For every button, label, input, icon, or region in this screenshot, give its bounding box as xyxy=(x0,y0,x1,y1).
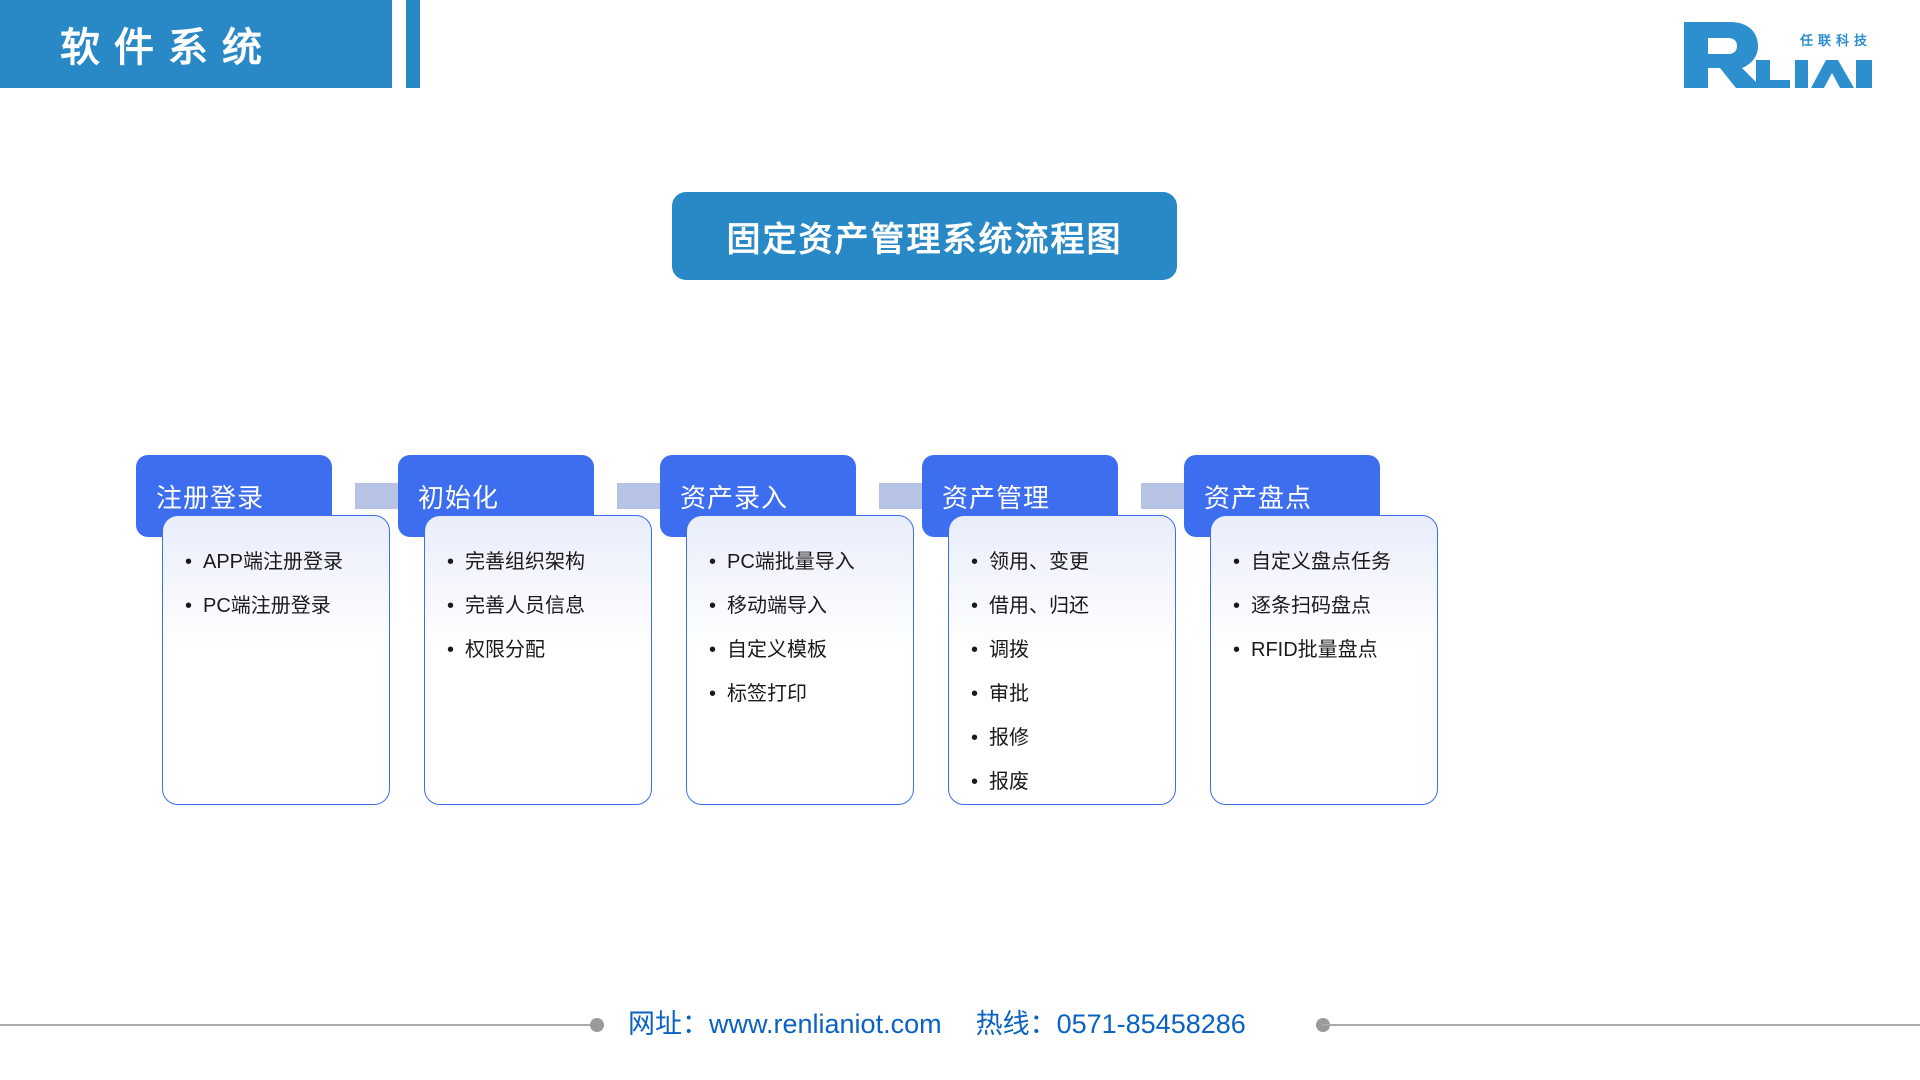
flow-step-5-item-2: 逐条扫码盘点 xyxy=(1233,584,1423,628)
company-logo: 任联科技 xyxy=(1678,10,1878,90)
footer-dot-left-icon xyxy=(590,1018,604,1032)
header-accent-bar xyxy=(406,0,420,88)
footer-divider-right xyxy=(1322,1024,1920,1026)
footer: 网址：www.renlianiot.com 热线：0571-85458286 xyxy=(0,960,1920,1080)
footer-hotline: 热线：0571-85458286 xyxy=(975,1009,1246,1039)
flow-step-5-title: 资产盘点 xyxy=(1204,482,1313,513)
flow-step-2-title: 初始化 xyxy=(418,482,500,513)
flow-step-2[interactable]: 初始化 完善组织架构 完善人员信息 权限分配 xyxy=(398,455,652,815)
flow-step-4-item-5: 报修 xyxy=(971,716,1161,760)
flow-step-4-item-6: 报废 xyxy=(971,760,1161,804)
flow-step-4-body: 领用、变更 借用、归还 调拨 审批 报修 报废 xyxy=(948,515,1176,805)
flow-step-1-body: APP端注册登录 PC端注册登录 xyxy=(162,515,390,805)
flow-step-1-title: 注册登录 xyxy=(156,482,265,513)
flow-step-4-item-2: 借用、归还 xyxy=(971,584,1161,628)
header-banner: 软件系统 xyxy=(0,0,392,88)
flow-step-4-title: 资产管理 xyxy=(942,482,1051,513)
page-title: 固定资产管理系统流程图 xyxy=(672,192,1177,280)
flow-step-1[interactable]: 注册登录 APP端注册登录 PC端注册登录 xyxy=(136,455,390,815)
flow-step-5-item-3: RFID批量盘点 xyxy=(1233,628,1423,672)
flow-step-2-item-3: 权限分配 xyxy=(447,628,637,672)
footer-divider-left xyxy=(0,1024,598,1026)
footer-website[interactable]: 网址：www.renlianiot.com xyxy=(628,1009,942,1039)
flow-step-5-body: 自定义盘点任务 逐条扫码盘点 RFID批量盘点 xyxy=(1210,515,1438,805)
logo-company-name: 任联科技 xyxy=(1799,33,1872,48)
flow-step-3[interactable]: 资产录入 PC端批量导入 移动端导入 自定义模板 标签打印 xyxy=(660,455,914,815)
flow-step-3-title: 资产录入 xyxy=(680,482,789,513)
flow-step-4[interactable]: 资产管理 领用、变更 借用、归还 调拨 审批 报修 报废 xyxy=(922,455,1176,815)
flow-step-2-item-1: 完善组织架构 xyxy=(447,540,637,584)
page-title-text: 固定资产管理系统流程图 xyxy=(726,220,1123,259)
flow-step-3-body: PC端批量导入 移动端导入 自定义模板 标签打印 xyxy=(686,515,914,805)
footer-contact: 网址：www.renlianiot.com 热线：0571-85458286 xyxy=(628,1002,1308,1041)
flow-step-3-item-4: 标签打印 xyxy=(709,672,899,716)
flow-step-3-item-1: PC端批量导入 xyxy=(709,540,899,584)
flow-step-5[interactable]: 资产盘点 自定义盘点任务 逐条扫码盘点 RFID批量盘点 xyxy=(1184,455,1438,815)
flow-step-1-item-2: PC端注册登录 xyxy=(185,584,375,628)
flow-step-4-item-4: 审批 xyxy=(971,672,1161,716)
header-banner-title: 软件系统 xyxy=(60,26,276,70)
flow-step-3-item-2: 移动端导入 xyxy=(709,584,899,628)
flow-diagram: 注册登录 APP端注册登录 PC端注册登录 初始化 完善组织架构 完善人员信息 … xyxy=(0,455,1920,835)
flow-step-5-item-1: 自定义盘点任务 xyxy=(1233,540,1423,584)
flow-step-2-item-2: 完善人员信息 xyxy=(447,584,637,628)
flow-step-1-item-1: APP端注册登录 xyxy=(185,540,375,584)
flow-step-4-item-1: 领用、变更 xyxy=(971,540,1161,584)
logo-mark-icon xyxy=(1684,22,1872,88)
flow-step-3-item-3: 自定义模板 xyxy=(709,628,899,672)
flow-step-4-item-3: 调拨 xyxy=(971,628,1161,672)
flow-step-2-body: 完善组织架构 完善人员信息 权限分配 xyxy=(424,515,652,805)
